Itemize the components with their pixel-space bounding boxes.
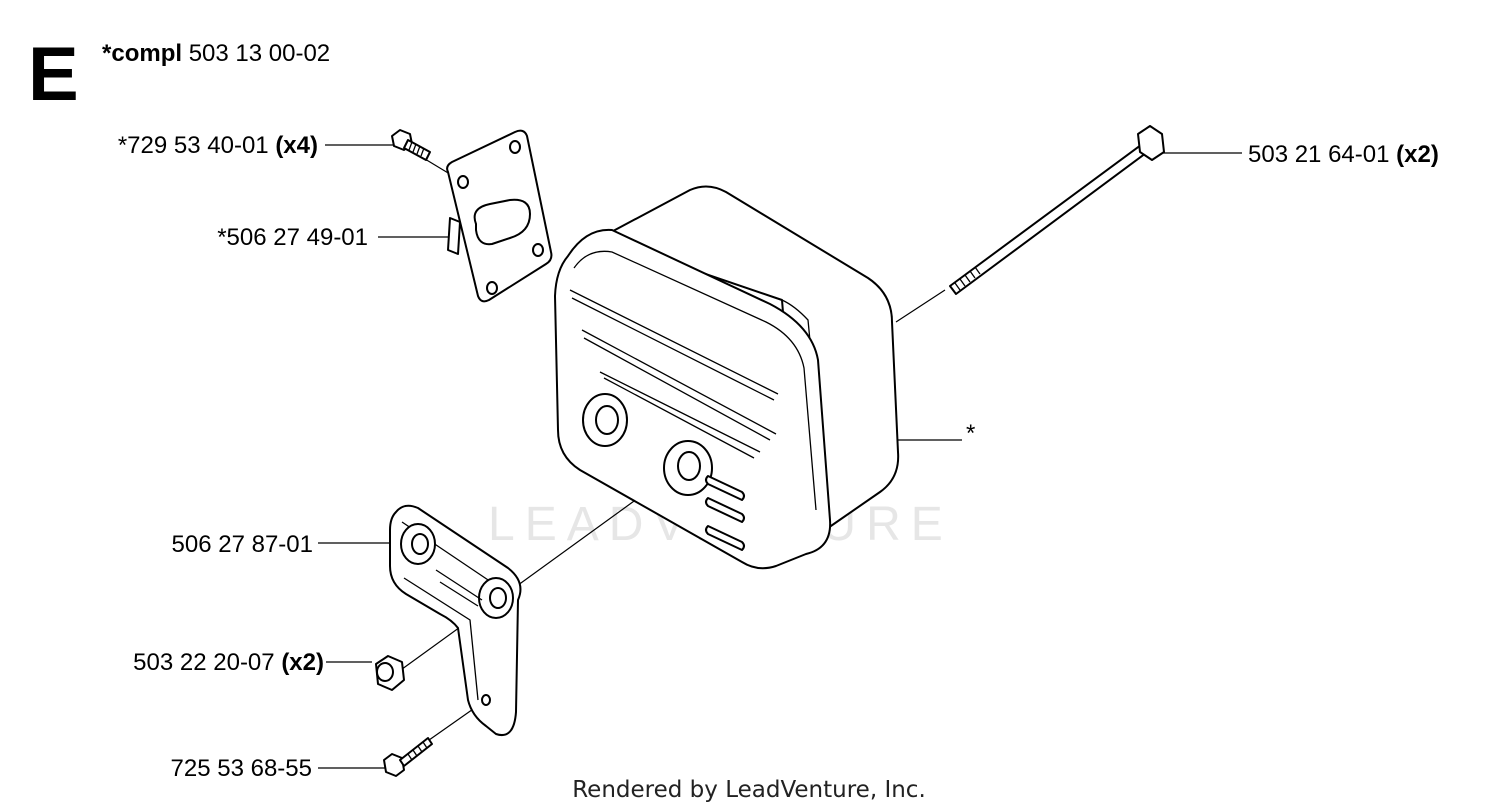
assembly-number: 503 13 00-02 bbox=[189, 40, 330, 67]
part-label-506-27-49-01: *506 27 49-01 bbox=[217, 224, 368, 251]
part-label-503-22-20-07: 503 22 20-07 (x2) bbox=[133, 649, 324, 676]
footer-credit: Rendered by LeadVenture, Inc. bbox=[572, 777, 926, 803]
part-qty: (x2) bbox=[1396, 141, 1439, 168]
gasket-plate-506-27-49-01 bbox=[446, 129, 553, 303]
part-qty: (x2) bbox=[281, 649, 324, 676]
part-label-muffler: * bbox=[966, 420, 975, 447]
assembly-label: *compl 503 13 00-02 bbox=[102, 40, 330, 67]
part-qty: (x4) bbox=[275, 132, 318, 159]
part-number: 503 21 64-01 bbox=[1248, 141, 1389, 168]
part-number: 503 22 20-07 bbox=[133, 649, 274, 676]
nut-503-22-20-07 bbox=[375, 655, 405, 691]
bolt-503-21-64-01 bbox=[949, 125, 1165, 295]
bracket-506-27-87-01 bbox=[389, 504, 522, 736]
section-letter: E bbox=[28, 32, 79, 117]
part-number: *729 53 40-01 bbox=[118, 132, 269, 159]
part-label-506-27-87-01: 506 27 87-01 bbox=[172, 531, 313, 558]
screw-725-53-68-55 bbox=[383, 737, 433, 777]
assembly-line-bolt bbox=[895, 289, 946, 323]
screw-729-53-40-01 bbox=[391, 129, 431, 161]
part-label-725-53-68-55: 725 53 68-55 bbox=[171, 755, 312, 782]
muffler-body bbox=[554, 185, 900, 570]
assembly-prefix: *compl bbox=[102, 40, 182, 67]
part-label-729-53-40-01: *729 53 40-01 (x4) bbox=[118, 132, 318, 159]
part-label-503-21-64-01: 503 21 64-01 (x2) bbox=[1248, 141, 1439, 168]
